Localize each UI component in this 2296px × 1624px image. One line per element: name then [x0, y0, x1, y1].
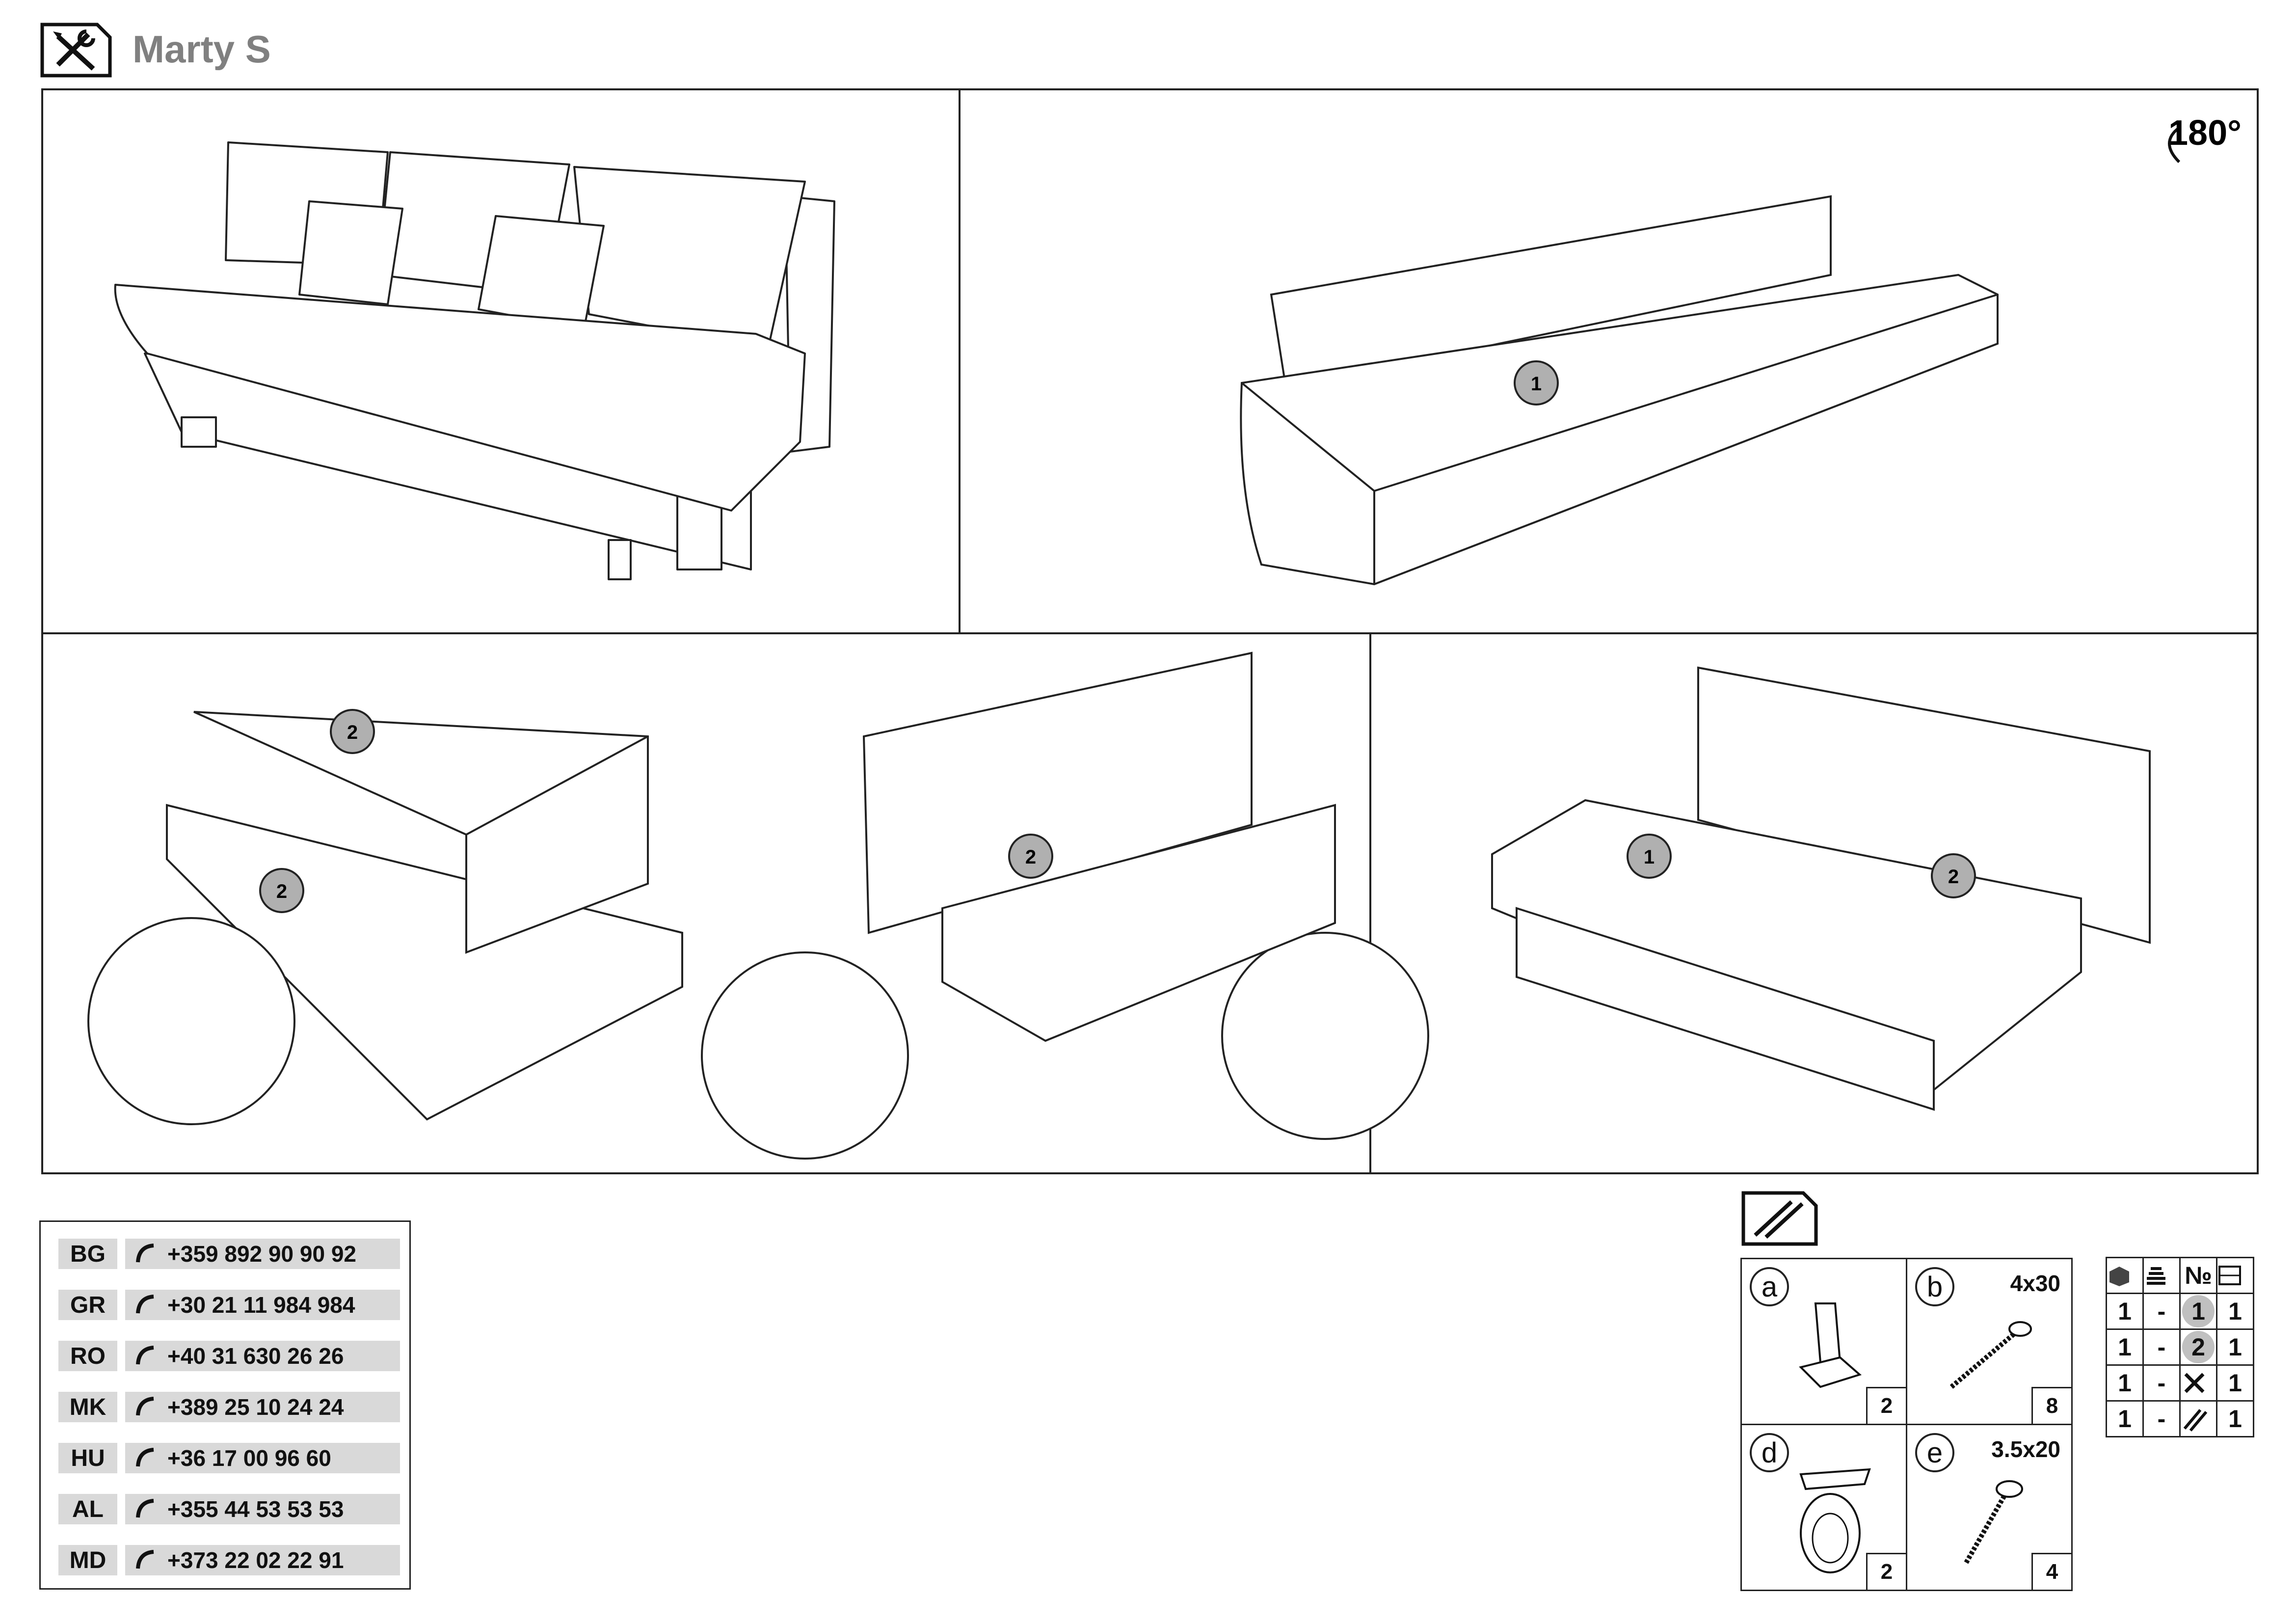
- part-2-marker-c: 2: [1008, 834, 1053, 879]
- furniture-leg-icon: [1799, 1302, 1862, 1388]
- parts-header-row: №: [2106, 1257, 2254, 1294]
- parts-row: 1 - 1: [2106, 1364, 2254, 1402]
- contact-row: AL +355 44 53 53 53: [58, 1494, 400, 1524]
- column-no: №: [2179, 1257, 2217, 1294]
- svg-text:2: 2: [1025, 846, 1036, 868]
- country-code: GR: [58, 1290, 117, 1320]
- phone: +40 31 630 26 26: [125, 1341, 400, 1371]
- hardware-letter: b: [1915, 1267, 1954, 1306]
- phone-icon: [136, 1550, 154, 1569]
- screw-icon: [1949, 1321, 2032, 1389]
- phone: +30 21 11 984 984: [125, 1290, 400, 1320]
- parts-table: № 1 - 1 1 1 - 2 1 1 - 1 1 - 1: [2106, 1257, 2254, 1437]
- hardware-qty: 4: [2031, 1553, 2073, 1591]
- contact-row: RO +40 31 630 26 26: [58, 1341, 400, 1371]
- svg-text:2: 2: [347, 722, 358, 743]
- contact-row: HU +36 17 00 96 60: [58, 1443, 400, 1473]
- hardware-size: 3.5x20: [1991, 1436, 2060, 1462]
- country-code: RO: [58, 1341, 117, 1371]
- phone-icon: [136, 1397, 154, 1416]
- parts-row: 1 - 2 1: [2106, 1328, 2254, 1366]
- assembly-diagram: 180° 1 2 2 2 1 2: [41, 88, 2259, 1174]
- phone: +36 17 00 96 60: [125, 1443, 400, 1473]
- rotate-180-icon: 180°: [2168, 113, 2242, 163]
- hardware-item-e: e 3.5x20 4: [1906, 1424, 2073, 1591]
- svg-text:1: 1: [1644, 846, 1655, 868]
- hardware-qty: 8: [2031, 1387, 2073, 1425]
- phone-icon: [136, 1448, 154, 1467]
- phone: +355 44 53 53 53: [125, 1494, 400, 1524]
- box-icon: [2106, 1257, 2144, 1294]
- parts-row: 1 - 1: [2106, 1400, 2254, 1437]
- screws-icon: [1740, 1190, 1819, 1247]
- svg-text:2: 2: [1948, 866, 1959, 888]
- contact-row: GR +30 21 11 984 984: [58, 1290, 400, 1320]
- country-code: MK: [58, 1392, 117, 1422]
- hardware-letter: a: [1750, 1267, 1789, 1306]
- hardware-item-d: d 2: [1740, 1424, 1907, 1591]
- sofa-assembled-drawing: [114, 141, 835, 580]
- phone-icon: [136, 1244, 154, 1263]
- svg-text:180°: 180°: [2168, 113, 2242, 153]
- sheet-icon: [2216, 1257, 2254, 1294]
- part-1-marker-b: 1: [1627, 834, 1672, 879]
- hardware-qty: 2: [1866, 1387, 1907, 1425]
- hardware-size: 4x30: [2010, 1271, 2060, 1296]
- hardware-table: a 2 b 4x30 8 d 2 e 3.5x20 4: [1740, 1258, 2074, 1593]
- tools-icon: [39, 22, 113, 79]
- hardware-qty: 2: [1866, 1553, 1907, 1591]
- parts-row: 1 - 1 1: [2106, 1293, 2254, 1330]
- hardware-item-b: b 4x30 8: [1906, 1258, 2073, 1425]
- phone-icon: [136, 1499, 154, 1518]
- phone: +389 25 10 24 24: [125, 1392, 400, 1422]
- screw-icon: [1964, 1480, 2023, 1564]
- hardware-item-a: a 2: [1740, 1258, 1907, 1425]
- hardware-letter: e: [1915, 1433, 1954, 1472]
- caster-wheel-icon: [1799, 1468, 1871, 1573]
- svg-text:1: 1: [1531, 373, 1542, 395]
- part-1-marker: 1: [1514, 360, 1559, 406]
- part-2-marker-d: 2: [1931, 853, 1976, 898]
- country-code: HU: [58, 1443, 117, 1473]
- contacts-table: BG +359 892 90 90 92 GR +30 21 11 984 98…: [39, 1220, 411, 1590]
- phone: +373 22 02 22 91: [125, 1545, 400, 1575]
- phone-icon: [136, 1295, 154, 1314]
- country-code: MD: [58, 1545, 117, 1575]
- page-title: Marty S: [133, 27, 271, 71]
- country-code: BG: [58, 1239, 117, 1269]
- tools-icon: [2179, 1364, 2217, 1402]
- sofa-bed-open-drawing: [1491, 666, 2151, 1111]
- pack-icon: [2142, 1257, 2181, 1294]
- contact-row: MK +389 25 10 24 24: [58, 1392, 400, 1422]
- sofa-base-backrest-drawing: [1240, 195, 1999, 586]
- contact-row: BG +359 892 90 90 92: [58, 1239, 400, 1269]
- part-2-marker-a: 2: [330, 709, 375, 754]
- country-code: AL: [58, 1494, 117, 1524]
- phone-icon: [136, 1346, 154, 1365]
- svg-text:2: 2: [276, 881, 287, 902]
- contact-row: MD +373 22 02 22 91: [58, 1545, 400, 1575]
- part-2-marker-b: 2: [259, 868, 304, 913]
- phone: +359 892 90 90 92: [125, 1239, 400, 1269]
- screws-icon: [2179, 1400, 2217, 1437]
- hardware-letter: d: [1750, 1433, 1789, 1472]
